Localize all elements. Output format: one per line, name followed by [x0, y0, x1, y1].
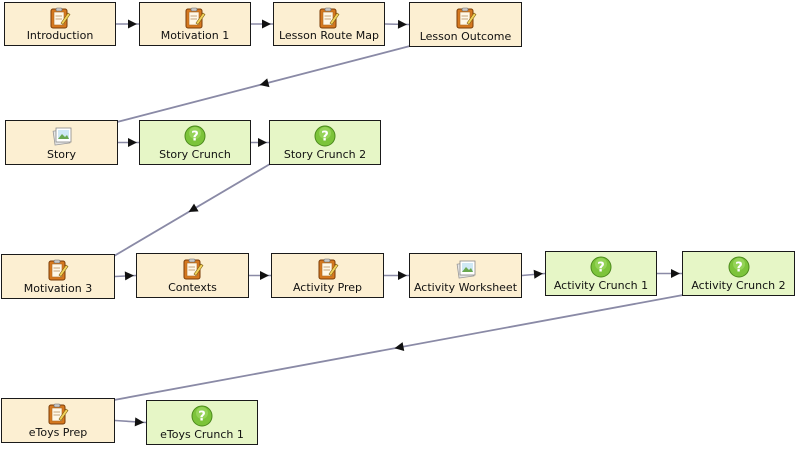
svg-text:?: ? — [321, 130, 329, 145]
question-icon: ? — [590, 256, 612, 278]
node-story[interactable]: Story — [5, 120, 118, 165]
edge-story-crunch-to-story-crunch-2 — [251, 138, 269, 147]
svg-text:?: ? — [735, 261, 743, 276]
image-icon — [455, 258, 477, 280]
question-icon: ? — [191, 405, 213, 427]
node-label: Story — [46, 148, 77, 161]
clipboard-icon — [455, 7, 477, 29]
node-label: eToys Crunch 1 — [160, 428, 244, 441]
question-icon: ? — [728, 256, 750, 278]
node-lesson-outcome[interactable]: Lesson Outcome — [409, 2, 522, 47]
node-activity-crunch-1[interactable]: ? Activity Crunch 1 — [545, 251, 657, 296]
node-activity-prep[interactable]: Activity Prep — [271, 253, 384, 298]
edge-activity-crunch-1-to-activity-crunch-2 — [657, 269, 682, 278]
clipboard-icon — [47, 403, 69, 425]
arrowhead — [188, 203, 199, 213]
node-label: Introduction — [26, 29, 94, 42]
node-label: Activity Crunch 1 — [553, 279, 649, 292]
arrowhead — [398, 271, 407, 280]
edge-etoys-prep-to-etoys-crunch-1 — [114, 417, 147, 427]
edge-contexts-to-activity-prep — [249, 271, 271, 280]
node-label: Activity Crunch 2 — [691, 279, 786, 292]
node-label: eToys Prep — [28, 426, 88, 439]
node-label: Activity Prep — [292, 281, 363, 294]
node-label: Lesson Outcome — [419, 30, 512, 43]
node-motivation-3[interactable]: Motivation 3 — [1, 254, 115, 299]
arrowhead — [394, 342, 405, 352]
arrowhead — [533, 269, 543, 279]
node-label: Contexts — [168, 281, 217, 294]
arrowhead — [397, 19, 407, 29]
clipboard-icon — [317, 258, 339, 280]
arrowhead — [671, 269, 680, 278]
node-contexts[interactable]: Contexts — [136, 253, 249, 298]
svg-text:?: ? — [198, 410, 206, 425]
image-icon — [51, 125, 73, 147]
node-activity-crunch-2[interactable]: ? Activity Crunch 2 — [682, 251, 795, 296]
node-label: Motivation 1 — [160, 29, 230, 42]
edge-activity-prep-to-activity-worksheet — [384, 271, 409, 280]
arrowhead — [260, 271, 269, 280]
node-story-crunch[interactable]: ? Story Crunch — [139, 120, 251, 165]
node-label: Activity Worksheet — [413, 281, 518, 294]
clipboard-icon — [318, 7, 340, 29]
edge-lesson-route-map-to-lesson-outcome — [384, 19, 410, 29]
node-introduction[interactable]: Introduction — [4, 2, 116, 46]
edge-activity-crunch-2-to-etoys-prep — [113, 294, 684, 401]
arrowhead — [262, 19, 271, 29]
clipboard-icon — [47, 259, 69, 281]
node-story-crunch-2[interactable]: ? Story Crunch 2 — [269, 120, 381, 165]
clipboard-icon — [49, 7, 71, 29]
node-motivation-1[interactable]: Motivation 1 — [139, 2, 251, 46]
svg-text:?: ? — [597, 261, 605, 276]
question-icon: ? — [314, 125, 336, 147]
svg-text:?: ? — [191, 130, 199, 145]
arrowhead — [258, 138, 267, 147]
node-label: Story Crunch 2 — [283, 148, 367, 161]
edge-introduction-to-motivation-1 — [116, 19, 139, 29]
edge-motivation-1-to-lesson-route-map — [251, 19, 273, 29]
node-lesson-route-map[interactable]: Lesson Route Map — [273, 2, 385, 46]
edge-lesson-outcome-to-story — [116, 45, 411, 123]
node-etoys-crunch-1[interactable]: ? eToys Crunch 1 — [146, 400, 258, 445]
node-label: Motivation 3 — [23, 282, 93, 295]
edge-activity-worksheet-to-activity-crunch-1 — [521, 269, 546, 279]
clipboard-icon — [182, 258, 204, 280]
arrowhead — [134, 417, 144, 427]
node-label: Lesson Route Map — [278, 29, 379, 42]
node-label: Story Crunch — [159, 148, 231, 161]
node-activity-worksheet[interactable]: Activity Worksheet — [409, 253, 522, 298]
edge-story-to-story-crunch — [118, 138, 139, 147]
question-icon: ? — [184, 125, 206, 147]
arrowhead — [124, 271, 134, 281]
edge-story-crunch-2-to-motivation-3 — [113, 163, 271, 257]
arrowhead — [128, 19, 137, 29]
arrowhead — [259, 78, 270, 88]
edge-motivation-3-to-contexts — [114, 271, 137, 281]
clipboard-icon — [184, 7, 206, 29]
node-etoys-prep[interactable]: eToys Prep — [1, 398, 115, 443]
arrowhead — [128, 138, 137, 147]
